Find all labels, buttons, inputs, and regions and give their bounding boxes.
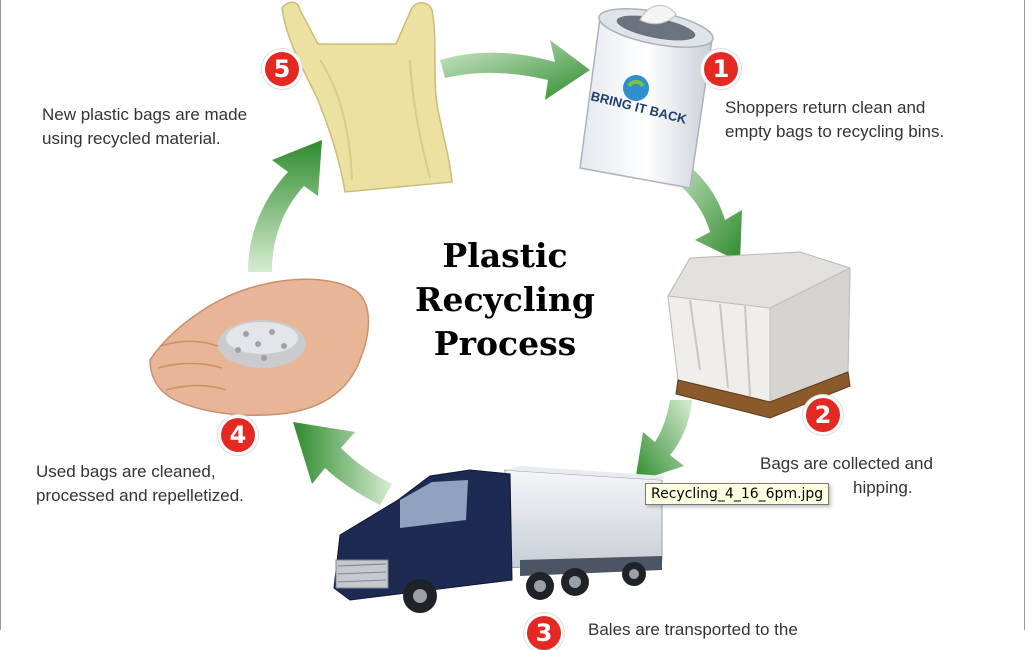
filename-tooltip: Recycling_4_16_6pm.jpg <box>645 483 830 505</box>
arrow-3-to-4 <box>293 422 392 505</box>
step-2-caption-line-2: hipping. <box>853 478 913 497</box>
step-2-badge: 2 <box>806 398 840 432</box>
step-4-caption-line-2: processed and repelletized. <box>36 486 244 505</box>
arrow-2-to-3 <box>635 400 692 482</box>
step-4-caption: Used bags are cleaned, processed and rep… <box>36 460 244 508</box>
step-1-caption: Shoppers return clean and empty bags to … <box>725 96 944 144</box>
bale-illustration <box>667 251 851 419</box>
step-3-badge: 3 <box>527 616 561 650</box>
step-5-caption-line-1: New plastic bags are made <box>42 105 248 124</box>
hand-with-pellets-illustration <box>149 278 370 416</box>
step-2-caption-line-1: Bags are collected and <box>760 454 933 473</box>
step-1-badge: 1 <box>704 52 738 86</box>
arrow-5-to-1 <box>440 40 590 100</box>
arrow-4-to-5 <box>248 140 322 272</box>
step-1-caption-line-2: empty bags to recycling bins. <box>725 122 945 141</box>
step-4-badge: 4 <box>221 418 255 452</box>
title-line-2: Recycling <box>415 280 595 319</box>
step-2-caption: Bags are collected and hipping. <box>760 452 933 500</box>
step-5-caption: New plastic bags are made using recycled… <box>42 103 247 151</box>
step-4-caption-line-1: Used bags are cleaned, <box>36 462 216 481</box>
title-line-1: Plastic <box>442 236 568 275</box>
diagram-title: Plastic Recycling Process <box>390 234 620 366</box>
plastic-bag-illustration <box>281 1 453 193</box>
step-3-caption: Bales are transported to the <box>588 618 798 642</box>
step-5-caption-line-2: using recycled material. <box>42 129 221 148</box>
recycling-bin-illustration <box>579 5 714 189</box>
step-5-badge: 5 <box>265 52 299 86</box>
step-3-caption-line-1: Bales are transported to the <box>588 620 798 639</box>
title-line-3: Process <box>433 324 577 363</box>
truck-illustration <box>333 466 665 613</box>
step-1-caption-line-1: Shoppers return clean and <box>725 98 926 117</box>
diagram-graphics: BRING IT BACK <box>149 1 851 613</box>
left-border <box>0 0 1 630</box>
